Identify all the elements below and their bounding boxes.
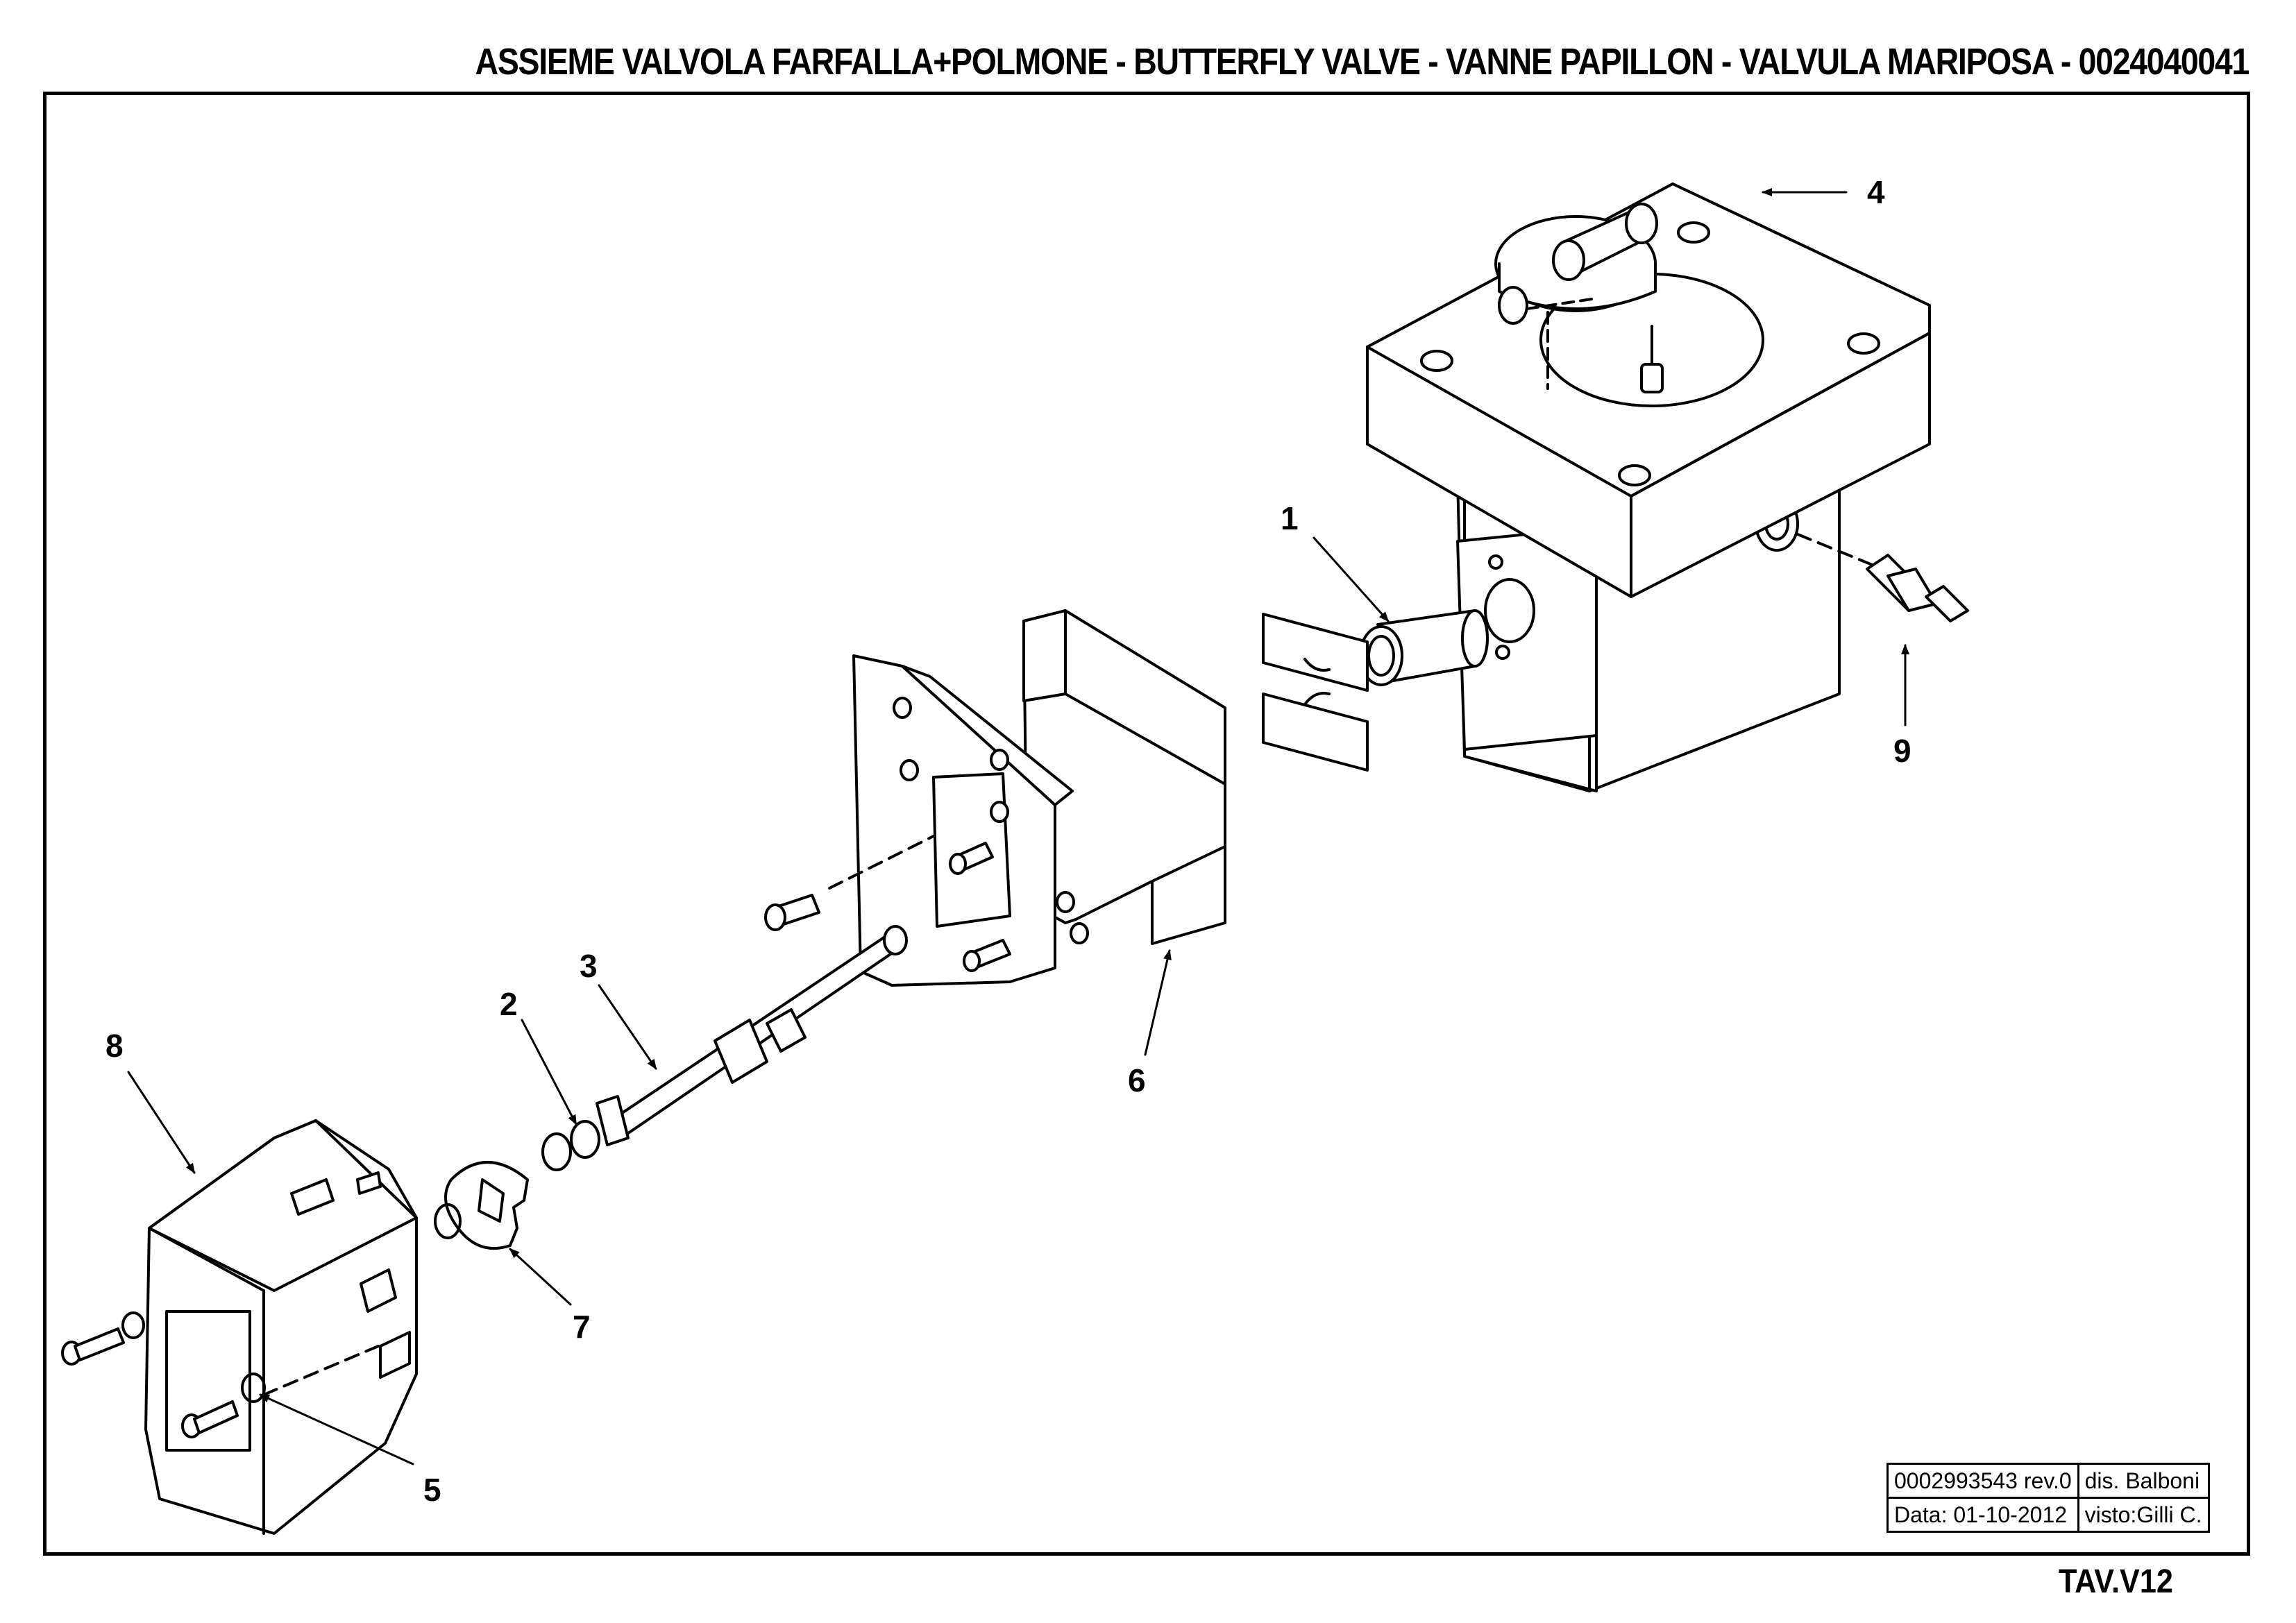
leader-1 (1312, 536, 1390, 622)
checked-by: visto:Gilli C. (2077, 1497, 2210, 1533)
leader-7 (509, 1248, 572, 1306)
title-block: 0002993543 rev.0 dis. Balboni Data: 01-1… (1886, 1463, 2210, 1533)
bracket-part-6 (764, 609, 1226, 987)
leader-2 (521, 1019, 577, 1125)
sheet-number: TAV.V12 (2059, 1563, 2173, 1600)
bracket-screw-low (963, 939, 1011, 972)
actuator-screw-upper (61, 1311, 145, 1366)
leader-lines (127, 188, 1909, 1465)
bracket-screw-mid (949, 842, 994, 875)
callout-2: 2 (500, 986, 518, 1022)
leader-8 (127, 1071, 196, 1174)
drawn-by: dis. Balboni (2077, 1463, 2210, 1499)
doc-number: 0002993543 rev.0 (1886, 1463, 2079, 1499)
drawing-date: Data: 01-10-2012 (1886, 1497, 2079, 1533)
cam-disc-part-7 (434, 1161, 529, 1250)
drawing-title: ASSIEME VALVOLA FARFALLA+POLMONE - BUTTE… (475, 41, 2250, 83)
leader-3 (598, 984, 657, 1070)
callout-5: 5 (423, 1472, 441, 1508)
gasket-plates (1262, 613, 1369, 772)
actuator-part-8 (61, 1119, 418, 1535)
leader-6 (1144, 949, 1172, 1056)
callout-8: 8 (105, 1028, 124, 1064)
bracket-screw-left (764, 894, 820, 931)
callout-7: 7 (573, 1309, 591, 1345)
leader-5 (259, 1393, 414, 1465)
actuator-screw-lower (181, 1400, 239, 1438)
bushing-part-1 (1359, 609, 1489, 686)
callout-3: 3 (580, 948, 598, 984)
drawing-frame (43, 92, 2250, 1556)
callout-4: 4 (1867, 174, 1885, 210)
valve-body-part-4 (1366, 182, 1931, 792)
callout-1: 1 (1281, 500, 1299, 536)
callout-9: 9 (1893, 733, 1911, 769)
o-rings-part-2 (541, 1120, 600, 1171)
callout-6: 6 (1128, 1062, 1146, 1098)
fitting-part-9 (1796, 533, 1969, 622)
shaft-part-3 (596, 925, 908, 1146)
